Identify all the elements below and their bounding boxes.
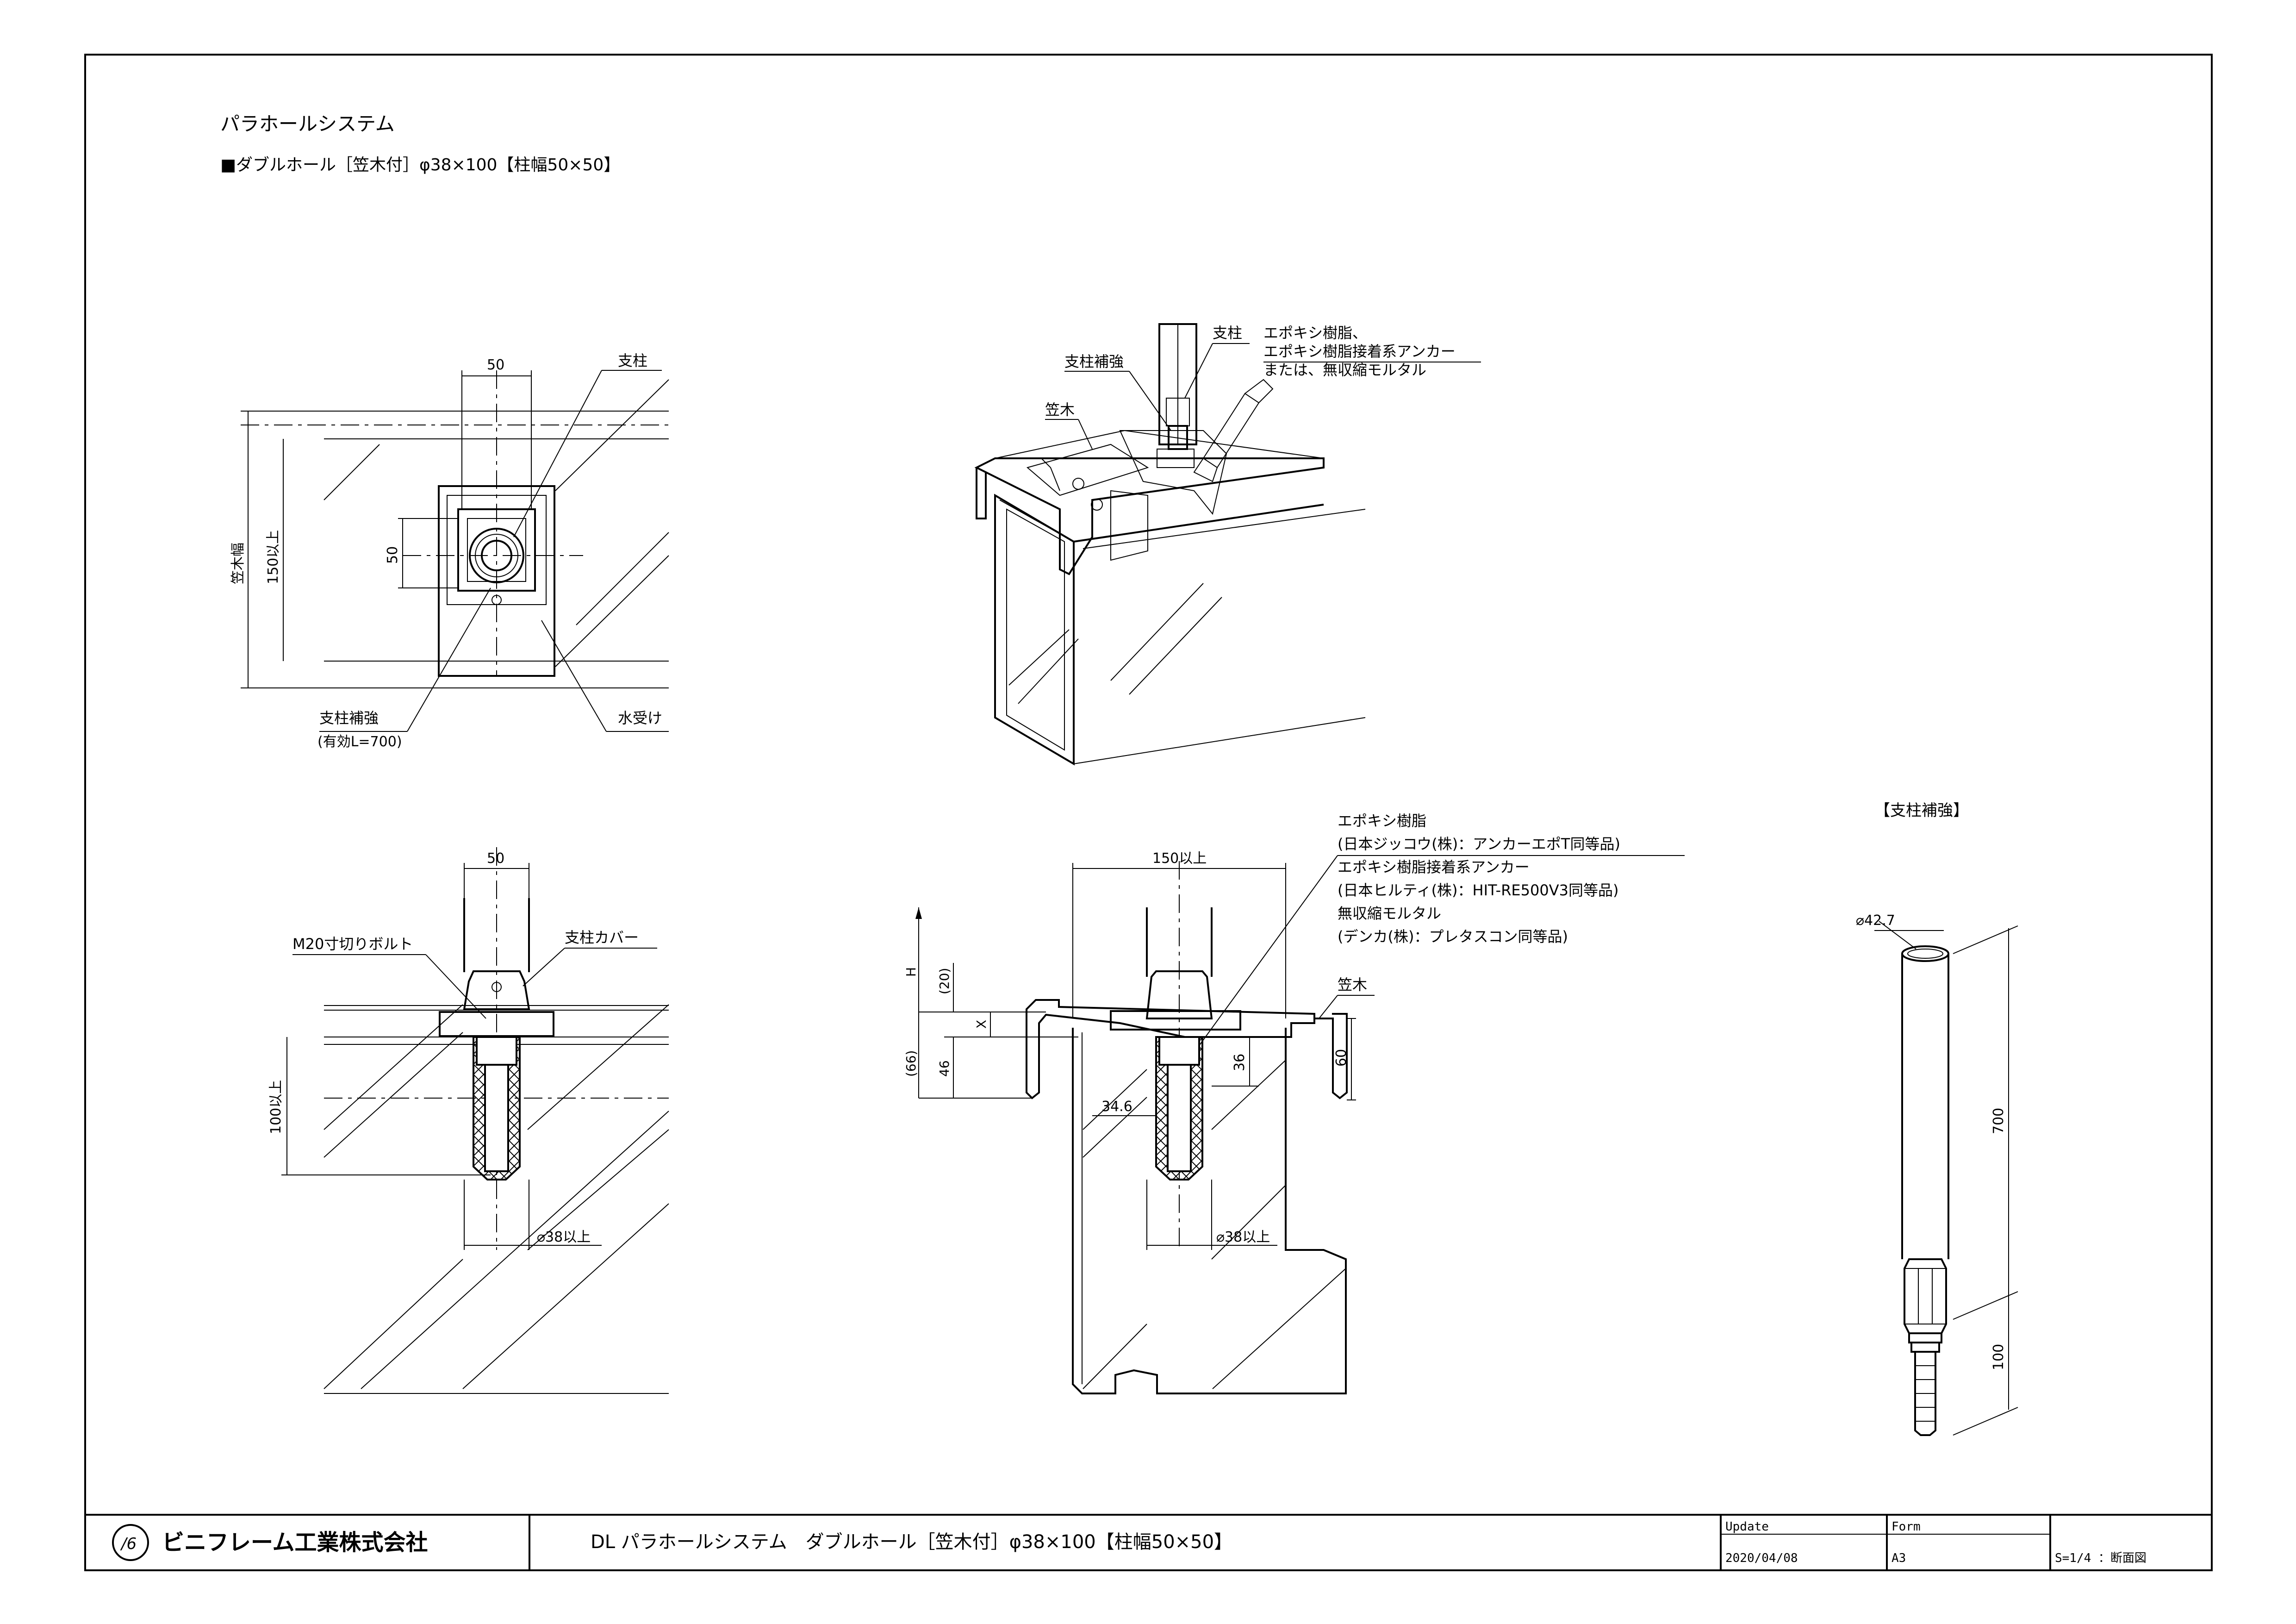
- page-subtitle: ■ダブルホール［笠木付］φ38×100【柱幅50×50】: [220, 156, 620, 175]
- reinforcement-title: 【支柱補強】: [1874, 801, 1969, 820]
- iso-note-2: エポキシ樹脂接着系アンカー: [1263, 343, 1456, 360]
- reinforcement-dim-100: 100: [1991, 1344, 2007, 1370]
- reinforcement-dim-dia: ⌀42.7: [1856, 912, 1895, 929]
- page-title: パラホールシステム: [220, 112, 395, 135]
- title-block: /6 ビニフレーム工業株式会社 DL パラホールシステム ダブルホール［笠木付］…: [85, 1514, 2212, 1570]
- sec-left-label-cover: 支柱カバー: [565, 929, 639, 946]
- sec-right-note-5: 無収縮モルタル: [1338, 905, 1441, 922]
- reinforcement-dim-700: 700: [1991, 1108, 2007, 1134]
- sec-right-note-4: (日本ヒルティ(株)：HIT-RE500V3同等品): [1338, 881, 1618, 899]
- company-logo: [112, 1524, 149, 1561]
- iso-label-post: 支柱: [1213, 324, 1242, 342]
- sec-right-dim-h: H: [903, 967, 919, 977]
- plan-dim-side: 50: [385, 546, 401, 564]
- company-logo-mark: /6: [120, 1535, 137, 1553]
- plan-label-kasagi-width: 笠木幅: [230, 543, 246, 584]
- sec-right-label-kasagi: 笠木: [1338, 976, 1367, 993]
- sheet-border: [84, 54, 2213, 1571]
- sec-right-dim-20: (20): [937, 968, 952, 994]
- sec-right-dim-36: 36: [1232, 1054, 1248, 1071]
- plan-dim-width: 150以上: [265, 530, 281, 584]
- sec-right-dim-hole: ⌀38以上: [1216, 1229, 1270, 1245]
- sec-left-label-bolt: M20寸切りボルト: [292, 935, 413, 953]
- sec-left-dim-top: 50: [487, 850, 504, 867]
- sec-right-note-3: エポキシ樹脂接着系アンカー: [1338, 858, 1530, 876]
- section-right: 150以上 36 60 34.6: [903, 812, 1685, 1394]
- iso-view: 支柱 支柱補強 笠木 エポキシ樹脂、 エポキシ樹脂接着系アンカー または、無収縮…: [974, 323, 1481, 766]
- iso-label-reinforcement: 支柱補強: [1064, 353, 1124, 370]
- update-label: Update: [1725, 1520, 1769, 1534]
- plan-view: 50 50 150以上 笠木幅 支柱 支柱補強 (有効L=700) 水受け: [230, 352, 669, 750]
- sec-right-dim-346: 34.6: [1101, 1099, 1132, 1115]
- iso-label-kasagi: 笠木: [1045, 401, 1075, 418]
- sec-right-dim-top: 150以上: [1152, 850, 1207, 867]
- iso-note-1: エポキシ樹脂、: [1263, 324, 1367, 342]
- reinforcement-detail: 【支柱補強】 ⌀42.7 700 100: [1856, 801, 2018, 1436]
- update-value: 2020/04/08: [1725, 1551, 1798, 1565]
- section-left: 50 100以上 ⌀38以上 M20寸切りボルト: [268, 847, 669, 1394]
- form-label: Form: [1892, 1520, 1921, 1534]
- sec-right-dim-60: 60: [1333, 1049, 1350, 1067]
- plan-label-reinforcement: 支柱補強: [319, 709, 379, 727]
- company-name: ビニフレーム工業株式会社: [162, 1530, 428, 1555]
- sec-right-note-2: (日本ジッコウ(株)：アンカーエポT同等品): [1338, 835, 1620, 853]
- drawing-title: DL パラホールシステム ダブルホール［笠木付］φ38×100【柱幅50×50】: [591, 1531, 1232, 1553]
- sec-right-note-6: (デンカ(株)：プレタスコン同等品): [1338, 928, 1568, 945]
- plan-dim-top: 50: [487, 357, 504, 373]
- scale-label: S=1/4 ：断面図: [2055, 1551, 2147, 1565]
- form-value: A3: [1892, 1551, 1906, 1565]
- plan-label-post: 支柱: [618, 352, 647, 369]
- plan-label-water: 水受け: [618, 709, 662, 727]
- sec-left-dim-depth: 100以上: [268, 1080, 284, 1134]
- sec-right-dim-46: 46: [937, 1060, 952, 1077]
- sec-left-dim-hole: ⌀38以上: [537, 1229, 591, 1245]
- sec-right-dim-66: (66): [903, 1050, 919, 1077]
- plan-label-effective: (有効L=700): [317, 734, 402, 750]
- sec-right-dim-x: X: [974, 1020, 989, 1029]
- sec-right-note-1: エポキシ樹脂: [1338, 812, 1426, 830]
- iso-note-3: または、無収縮モルタル: [1263, 361, 1426, 379]
